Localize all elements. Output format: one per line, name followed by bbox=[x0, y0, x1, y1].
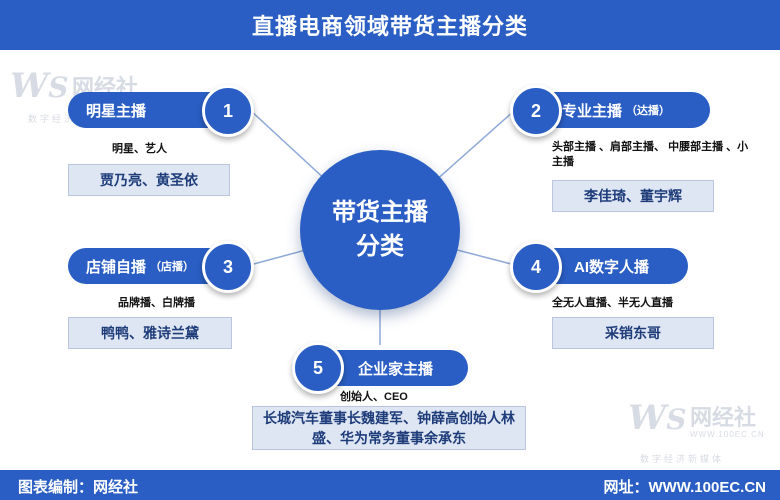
category-4-examples: 采销东哥 bbox=[552, 317, 714, 349]
footer: 图表编制：网经社 网址：WWW.100EC.CN bbox=[0, 470, 780, 500]
category-3-paren: （店播） bbox=[150, 261, 195, 273]
footer-url: 网址：WWW.100EC.CN bbox=[603, 479, 766, 496]
category-3-subtitle: 品牌播、白牌播 bbox=[118, 297, 195, 309]
watermark-tagline-bottom: 数字经济新媒体 bbox=[640, 454, 725, 464]
category-2-examples: 李佳琦、董宇辉 bbox=[552, 180, 714, 212]
page-title: 直播电商领域带货主播分类 bbox=[0, 0, 780, 50]
category-5-number: 5 bbox=[292, 342, 344, 394]
category-1-examples: 贾乃亮、黄圣依 bbox=[68, 164, 230, 196]
category-3-label: 店铺自播 bbox=[86, 258, 147, 276]
category-5-subtitle: 创始人、CEO bbox=[340, 391, 408, 403]
category-1-number: 1 bbox=[202, 85, 254, 137]
category-1-subtitle: 明星、艺人 bbox=[112, 143, 167, 155]
category-1-label: 明星主播 bbox=[86, 102, 147, 120]
category-2-subtitle: 头部主播 、肩部主播、 中腰部主播 、小主播 bbox=[552, 141, 749, 168]
watermark-logo-bottom: WS bbox=[628, 398, 687, 438]
category-4-number: 4 bbox=[510, 241, 562, 293]
center-line1: 带货主播 bbox=[332, 199, 428, 226]
category-4-subtitle: 全无人直播、半无人直播 bbox=[552, 297, 673, 309]
category-2-paren: （达播） bbox=[626, 105, 671, 117]
category-2-label: 专业主播 bbox=[562, 102, 623, 120]
category-5-examples: 长城汽车董事长魏建军、钟薛高创始人林盛、华为常务董事余承东 bbox=[252, 406, 526, 450]
category-2-number: 2 bbox=[510, 85, 562, 137]
watermark-url-bottom: WWW.100EC.CN bbox=[690, 430, 765, 439]
category-4-label: AI数字人播 bbox=[574, 258, 650, 276]
watermark-tagline-top: 数字经济新媒体 bbox=[28, 112, 112, 125]
footer-credit: 图表编制：网经社 bbox=[18, 479, 139, 496]
category-5-label: 企业家主播 bbox=[358, 360, 434, 378]
category-3-number: 3 bbox=[202, 241, 254, 293]
watermark-brand-bottom: 网经社 bbox=[690, 405, 757, 431]
center-line2: 分类 bbox=[356, 233, 404, 260]
center-circle: 带货主播 分类 bbox=[300, 150, 460, 310]
watermark-logo-top: WS bbox=[10, 66, 69, 106]
category-3-examples: 鸭鸭、雅诗兰黛 bbox=[68, 317, 232, 349]
